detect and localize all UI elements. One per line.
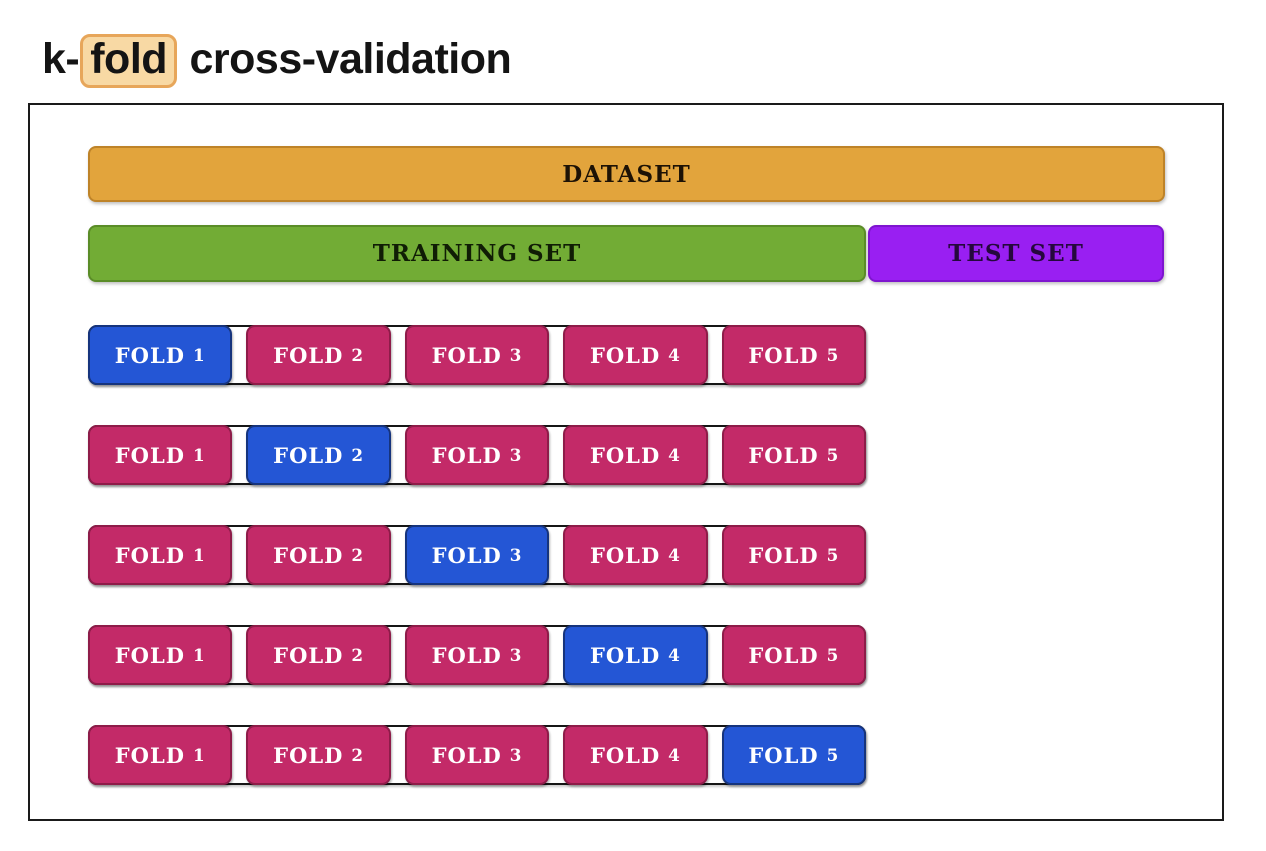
title-prefix: k- [42, 35, 80, 83]
title-highlight: fold [80, 34, 178, 89]
title-suffix: cross-validation [178, 35, 512, 83]
training-set-bar: TRAINING SET [88, 225, 866, 282]
page-title: k-fold cross-validation [42, 34, 512, 89]
test-set-bar: TEST SET [868, 225, 1164, 282]
dataset-bar: DATASET [88, 146, 1165, 202]
